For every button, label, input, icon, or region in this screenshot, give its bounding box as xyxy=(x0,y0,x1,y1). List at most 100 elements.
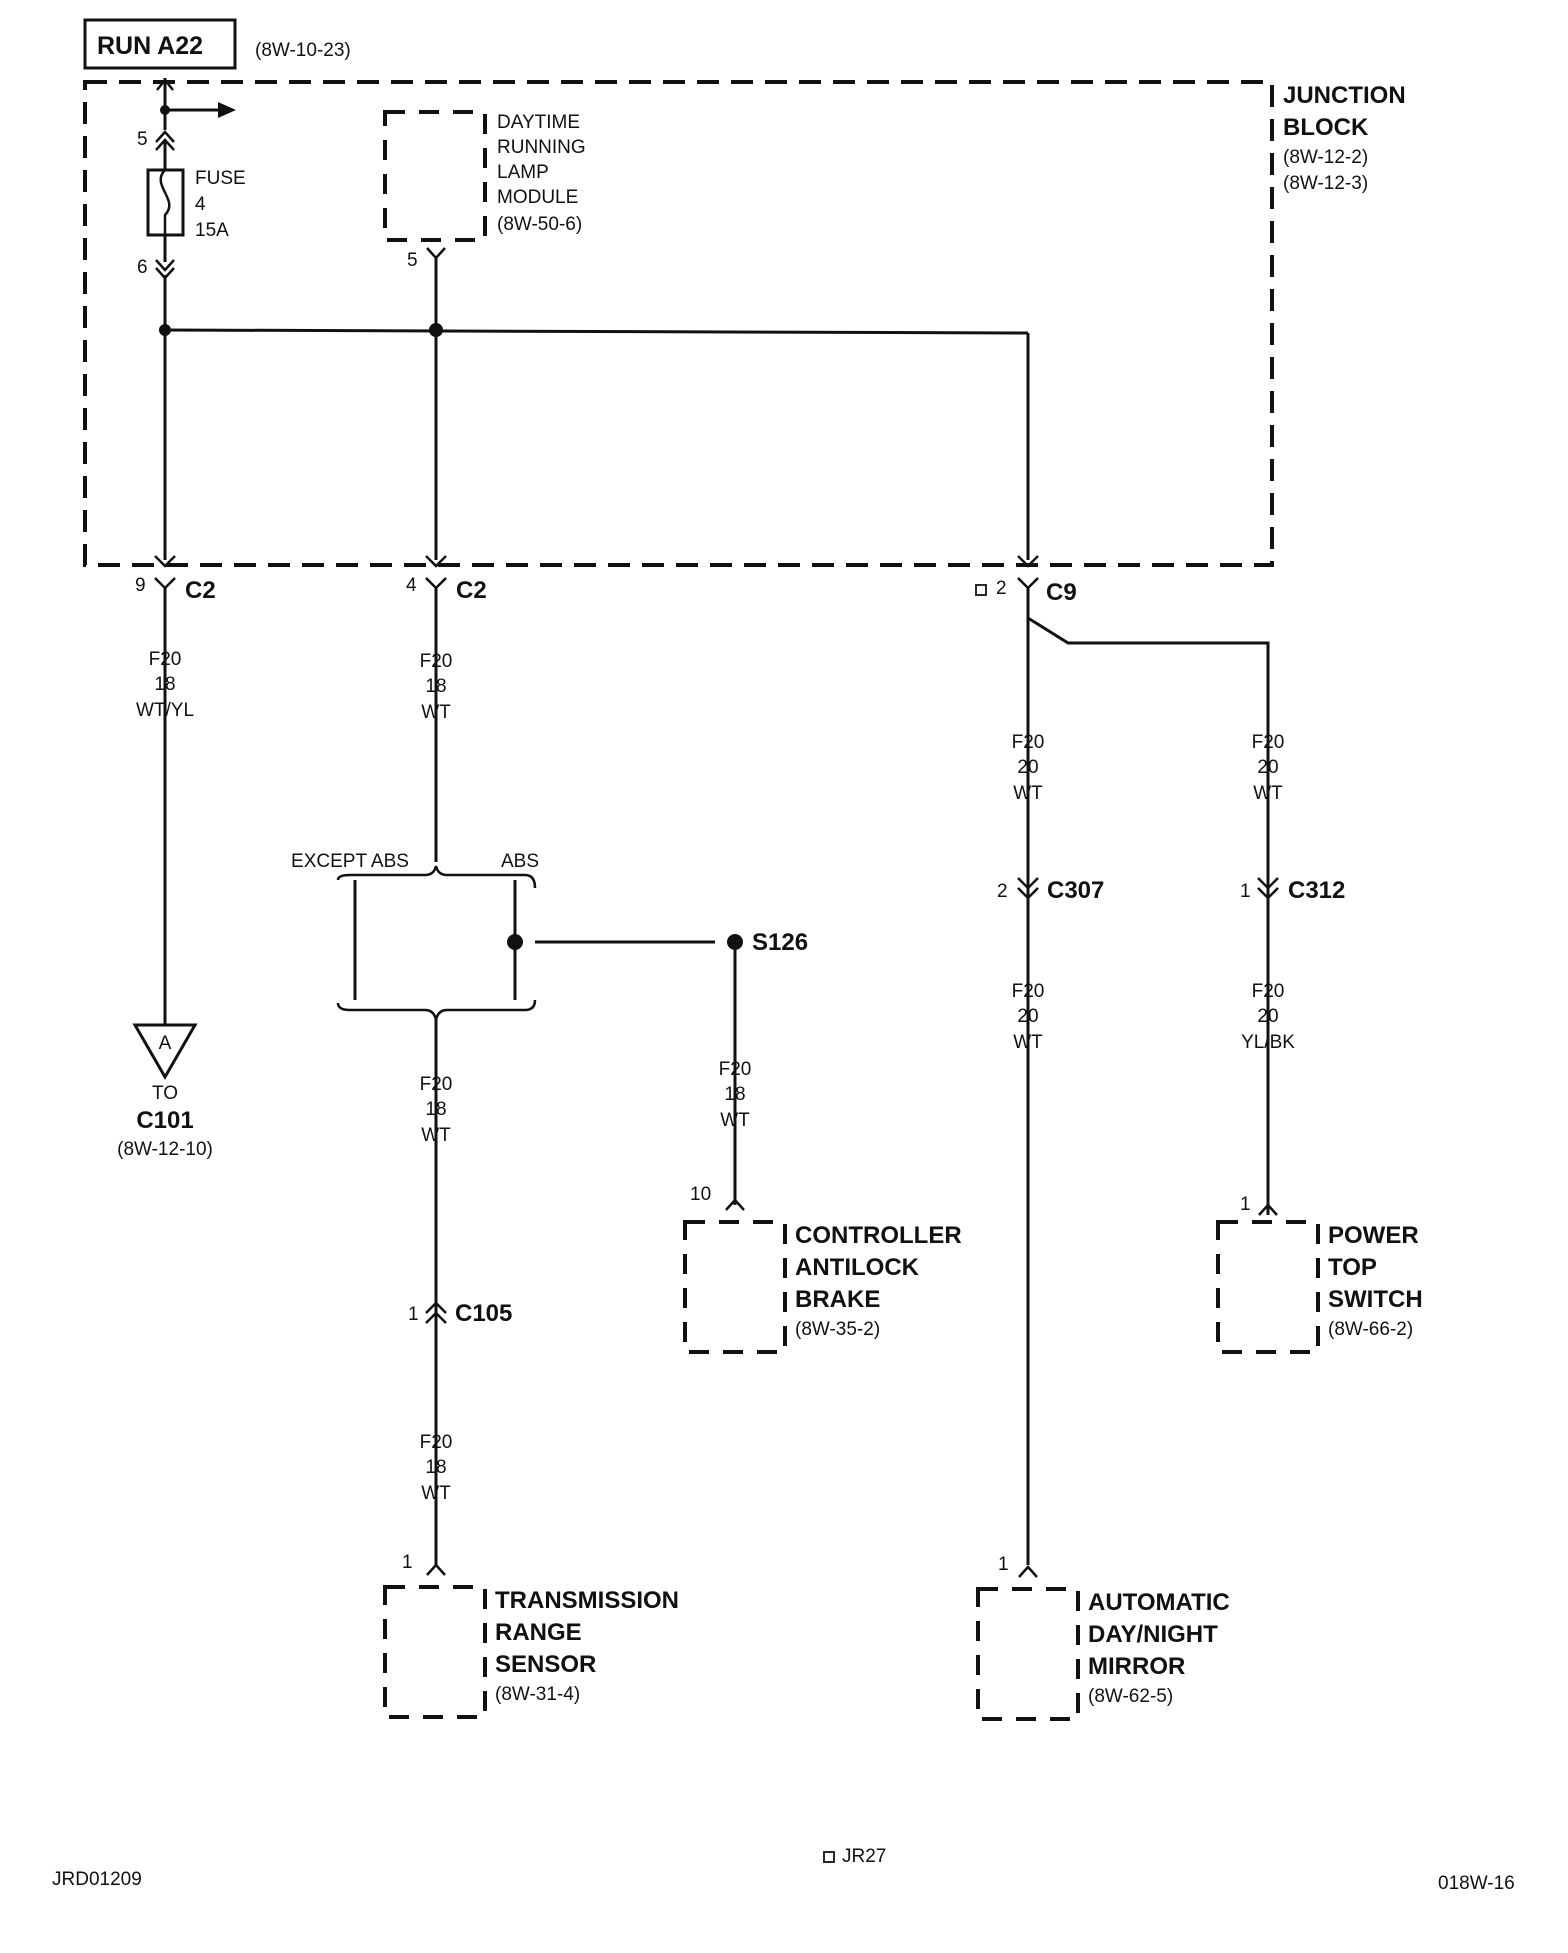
wire-col4-branch xyxy=(1027,616,1270,1215)
w5-gauge: 18 xyxy=(425,1099,446,1120)
cab-pin-connector-icon xyxy=(725,1198,745,1211)
w8-circuit: F20 xyxy=(1252,981,1285,1002)
junction-block-outline xyxy=(83,80,1274,567)
w6-circuit: F20 xyxy=(420,1432,453,1453)
drl-line3: LAMP xyxy=(497,162,549,183)
adm-pin-connector-icon xyxy=(1018,1565,1038,1578)
trs-line3: SENSOR xyxy=(495,1651,596,1678)
c105-pin: 1 xyxy=(408,1304,419,1325)
c2-mid-name: C2 xyxy=(456,577,487,604)
c312-connector-icon-2 xyxy=(1257,887,1279,900)
junction-block-title-2: BLOCK xyxy=(1283,114,1369,141)
w4-circuit: F20 xyxy=(1252,732,1285,753)
w3-gauge: 20 xyxy=(1017,757,1038,778)
w3-color: WT xyxy=(1013,783,1043,804)
drl-module-box xyxy=(383,110,487,242)
drl-line1: DAYTIME xyxy=(497,112,580,133)
c307-name: C307 xyxy=(1047,877,1104,904)
offpage-letter: A xyxy=(159,1033,172,1054)
adm-pin: 1 xyxy=(998,1554,1009,1575)
cab-pin: 10 xyxy=(690,1184,711,1205)
w8-color: YL/BK xyxy=(1241,1032,1295,1053)
c2-left-name: C2 xyxy=(185,577,216,604)
trs-box xyxy=(383,1585,487,1719)
feed-branch-arrow-icon xyxy=(218,102,236,118)
w6-color: WT xyxy=(421,1483,451,1504)
cab-box xyxy=(683,1220,787,1354)
drl-line2: RUNNING xyxy=(497,137,586,158)
w5-color: WT xyxy=(421,1125,451,1146)
pts-line1: POWER xyxy=(1328,1222,1419,1249)
w5-circuit: F20 xyxy=(420,1074,453,1095)
adm-line1: AUTOMATIC xyxy=(1088,1589,1230,1616)
offpage-ref: (8W-12-10) xyxy=(117,1139,213,1160)
c2-left-connector-icon-2 xyxy=(154,577,176,590)
c2-mid-connector-icon-1 xyxy=(425,555,447,568)
pts-line3: SWITCH xyxy=(1328,1286,1423,1313)
c312-connector-icon-1 xyxy=(1257,877,1279,890)
w4-color: WT xyxy=(1253,783,1283,804)
fuse-out-connector-icon xyxy=(155,259,175,272)
offpage-connector: C101 xyxy=(136,1107,193,1134)
w8-gauge: 20 xyxy=(1257,1006,1278,1027)
c2-left-connector-icon-1 xyxy=(154,555,176,568)
w7-color: WT xyxy=(1013,1032,1043,1053)
w1-circuit: F20 xyxy=(149,649,182,670)
splice-dot-left xyxy=(159,324,171,336)
pts-pin-connector-icon xyxy=(1258,1203,1278,1216)
drl-line4: MODULE xyxy=(497,187,578,208)
circuit-label-box xyxy=(83,18,237,70)
junction-block-ref-2: (8W-12-3) xyxy=(1283,173,1368,194)
w6-gauge: 18 xyxy=(425,1457,446,1478)
cab-line1: CONTROLLER xyxy=(795,1222,962,1249)
c2-left-pin: 9 xyxy=(135,575,146,596)
c312-name: C312 xyxy=(1288,877,1345,904)
cab-ref: (8W-35-2) xyxy=(795,1319,880,1340)
c9-name: C9 xyxy=(1046,579,1077,606)
junction-block-ref-1: (8W-12-2) xyxy=(1283,147,1368,168)
c307-connector-icon-2 xyxy=(1017,887,1039,900)
adm-line3: MIRROR xyxy=(1088,1653,1185,1680)
fuse-pin-out: 6 xyxy=(137,257,148,278)
c9-connector-icon-1 xyxy=(1017,555,1039,568)
cab-line2: ANTILOCK xyxy=(795,1254,920,1281)
c9-marker-icon xyxy=(975,584,987,596)
fuse-rating: 15A xyxy=(195,220,229,241)
option-except-abs: EXCEPT ABS xyxy=(291,851,409,872)
c2-mid-connector-icon-2 xyxy=(425,577,447,590)
junction-block-title-1: JUNCTION xyxy=(1283,82,1406,109)
footer-marker-icon xyxy=(823,1851,835,1863)
c312-pin: 1 xyxy=(1240,881,1251,902)
trs-pin: 1 xyxy=(402,1552,413,1573)
offpage-to: TO xyxy=(152,1083,178,1104)
c105-name: C105 xyxy=(455,1300,512,1327)
trs-line1: TRANSMISSION xyxy=(495,1587,679,1614)
w1-gauge: 18 xyxy=(154,674,175,695)
pts-ref: (8W-66-2) xyxy=(1328,1319,1413,1340)
c307-pin: 2 xyxy=(997,881,1008,902)
adm-ref: (8W-62-5) xyxy=(1088,1686,1173,1707)
w2-gauge: 18 xyxy=(425,676,446,697)
offpage-connector-icon xyxy=(132,1023,198,1081)
pts-line2: TOP xyxy=(1328,1254,1377,1281)
pts-box xyxy=(1216,1220,1320,1354)
feed-arrow-up-icon xyxy=(156,77,174,91)
w4-gauge: 20 xyxy=(1257,757,1278,778)
bus-horizontal xyxy=(164,328,1029,335)
fuse-number: 4 xyxy=(195,194,206,215)
footer-center-code: JR27 xyxy=(842,1846,886,1867)
c2-mid-pin: 4 xyxy=(406,575,417,596)
w2-circuit: F20 xyxy=(420,651,453,672)
fuse-element-icon xyxy=(159,169,171,235)
adm-box xyxy=(976,1587,1080,1721)
s126-name: S126 xyxy=(752,929,808,956)
w9-color: WT xyxy=(720,1110,750,1131)
fuse-in-connector-icon xyxy=(155,130,175,143)
w7-gauge: 20 xyxy=(1017,1006,1038,1027)
fuse-pin-in: 5 xyxy=(137,129,148,150)
w9-circuit: F20 xyxy=(719,1059,752,1080)
c105-connector-icon-1 xyxy=(425,1301,447,1314)
c307-connector-icon-1 xyxy=(1017,877,1039,890)
